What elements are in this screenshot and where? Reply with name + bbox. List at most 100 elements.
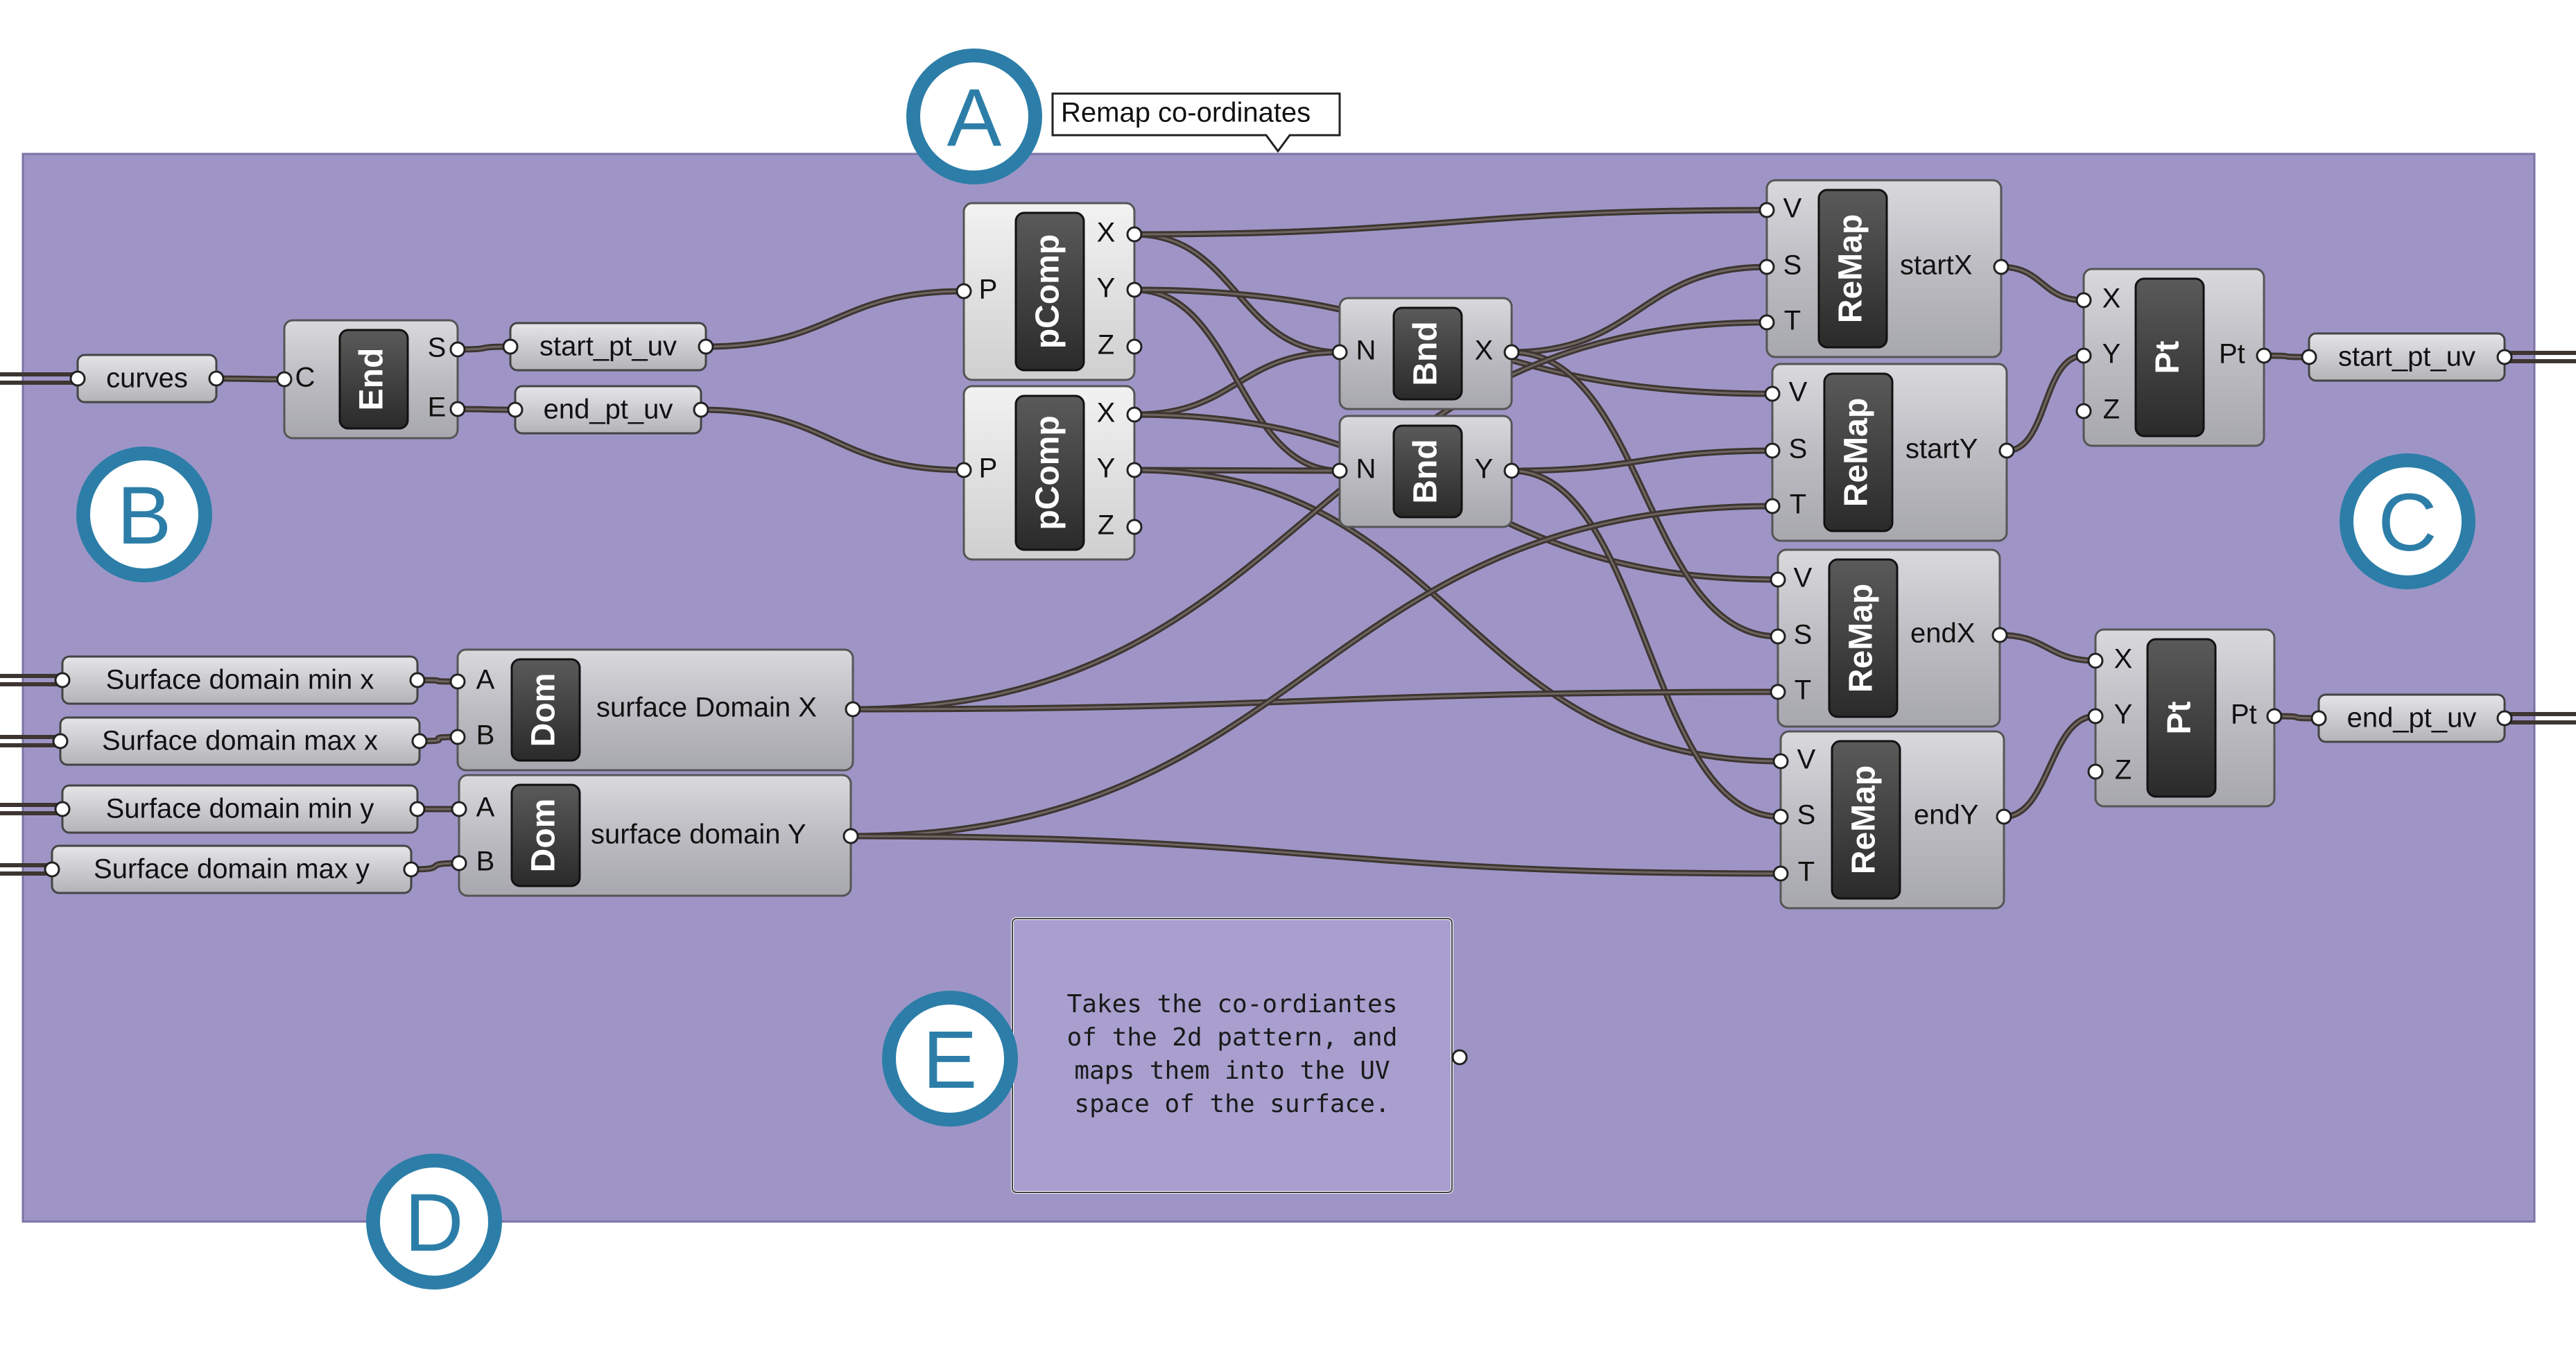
output-grip[interactable] [449, 341, 466, 358]
param-surface-min-y[interactable]: Surface domain min y [0, 784, 426, 834]
wire-pt1-out[interactable] [2261, 352, 2313, 361]
wire-pc1x-remap1[interactable] [1131, 207, 1770, 238]
input-grip[interactable] [451, 855, 467, 871]
output-grip[interactable] [1126, 338, 1143, 355]
input-grip[interactable] [44, 861, 60, 878]
wire-minx-dom1[interactable] [414, 677, 461, 685]
input-grip[interactable] [54, 801, 71, 817]
output-grip[interactable] [693, 401, 709, 418]
note-panel[interactable]: Takes the co-ordiantes of the 2d pattern… [1011, 917, 1468, 1194]
input-grip[interactable] [451, 801, 467, 817]
input-grip[interactable] [52, 733, 69, 749]
output-grip[interactable] [1126, 462, 1143, 478]
input-grip[interactable] [1764, 442, 1781, 459]
wire-end-end[interactable] [454, 406, 519, 413]
input-grip[interactable] [1758, 202, 1775, 218]
output-grip[interactable] [845, 701, 861, 718]
input-grip[interactable] [449, 729, 466, 745]
wire-end-pcomp2[interactable] [698, 406, 967, 474]
output-grip[interactable] [1126, 226, 1143, 243]
output-grip[interactable] [698, 338, 714, 355]
wire-bnd2-remap2[interactable] [1508, 447, 1776, 474]
input-grip[interactable] [2075, 292, 2092, 309]
input-grip[interactable] [1758, 259, 1775, 275]
output-grip[interactable] [409, 672, 426, 688]
input-grip[interactable] [1331, 344, 1348, 361]
wire-domy-remap4[interactable] [847, 833, 1784, 877]
input-grip[interactable] [2087, 763, 2104, 780]
wire-start-pcomp1[interactable] [702, 288, 967, 350]
input-grip[interactable] [507, 401, 524, 418]
input-grip[interactable] [1331, 462, 1348, 479]
wire-maxx-dom1[interactable] [416, 734, 461, 745]
wire-remap3-pt2[interactable] [1996, 632, 2099, 664]
param-start-pt-uv-1[interactable]: start_pt_uv [502, 322, 714, 372]
output-grip[interactable] [1126, 406, 1143, 423]
output-grip[interactable] [1126, 281, 1143, 298]
input-grip[interactable] [1764, 385, 1781, 402]
input-grip[interactable] [1770, 628, 1786, 645]
wire-pc2y-remap4[interactable] [1131, 467, 1784, 765]
output-grip[interactable] [1996, 808, 2012, 825]
output-grip[interactable] [1991, 627, 2008, 643]
input-grip[interactable] [276, 371, 293, 388]
input-grip[interactable] [1770, 571, 1786, 588]
wire-pt2-out[interactable] [2271, 713, 2322, 722]
wire-end-start[interactable] [454, 343, 514, 353]
param-end-pt-uv-2[interactable]: end_pt_uv [2310, 693, 2576, 743]
output-grip[interactable] [208, 370, 225, 387]
input-grip[interactable] [1772, 865, 1789, 882]
input-grip[interactable] [2075, 347, 2092, 364]
input-grip[interactable] [956, 283, 972, 300]
input-grip[interactable] [1758, 314, 1775, 331]
output-grip[interactable] [2256, 347, 2272, 364]
wire-remap2-pt1[interactable] [2003, 352, 2087, 454]
input-grip[interactable] [502, 338, 519, 355]
input-grip[interactable] [1764, 498, 1781, 514]
output-grip[interactable] [1503, 462, 1520, 479]
wire-domy-remap2[interactable] [847, 503, 1776, 840]
input-grip[interactable] [2301, 349, 2317, 365]
wire-maxy-dom2[interactable] [408, 860, 463, 873]
wire-remap4-pt2[interactable] [2000, 713, 2099, 820]
wire-bnd1-remap1[interactable] [1508, 263, 1770, 356]
param-curves[interactable]: curves [0, 354, 225, 403]
input-grip[interactable] [1770, 684, 1786, 700]
output-grip[interactable] [1998, 442, 2015, 459]
wire-bnd1-remap3[interactable] [1508, 349, 1781, 640]
input-grip[interactable] [956, 462, 972, 478]
param-surface-max-y[interactable]: Surface domain max y [0, 844, 420, 894]
param-surface-min-x[interactable]: Surface domain min x [0, 655, 426, 705]
input-grip[interactable] [2087, 708, 2104, 724]
output-grip[interactable] [1503, 344, 1520, 361]
wire-remap1-pt1[interactable] [1998, 263, 2087, 304]
param-surface-max-x[interactable]: Surface domain max x [0, 716, 428, 766]
wire-pc1y-bnd2[interactable] [1131, 286, 1343, 474]
input-grip[interactable] [1772, 808, 1789, 825]
input-grip[interactable] [449, 673, 466, 690]
input-grip[interactable] [2310, 710, 2327, 727]
note-output-grip[interactable] [1451, 1049, 1468, 1066]
output-grip[interactable] [403, 861, 420, 878]
output-grip[interactable] [411, 733, 428, 749]
output-grip[interactable] [2496, 349, 2513, 365]
output-grip[interactable] [409, 801, 426, 817]
input-grip[interactable] [2075, 403, 2092, 419]
wire-domx-remap1[interactable] [849, 319, 1770, 713]
wire-bnd2-remap4[interactable] [1508, 467, 1784, 820]
input-grip[interactable] [54, 672, 71, 688]
output-grip[interactable] [1126, 519, 1143, 535]
param-start-pt-uv-2[interactable]: start_pt_uv [2301, 332, 2576, 382]
